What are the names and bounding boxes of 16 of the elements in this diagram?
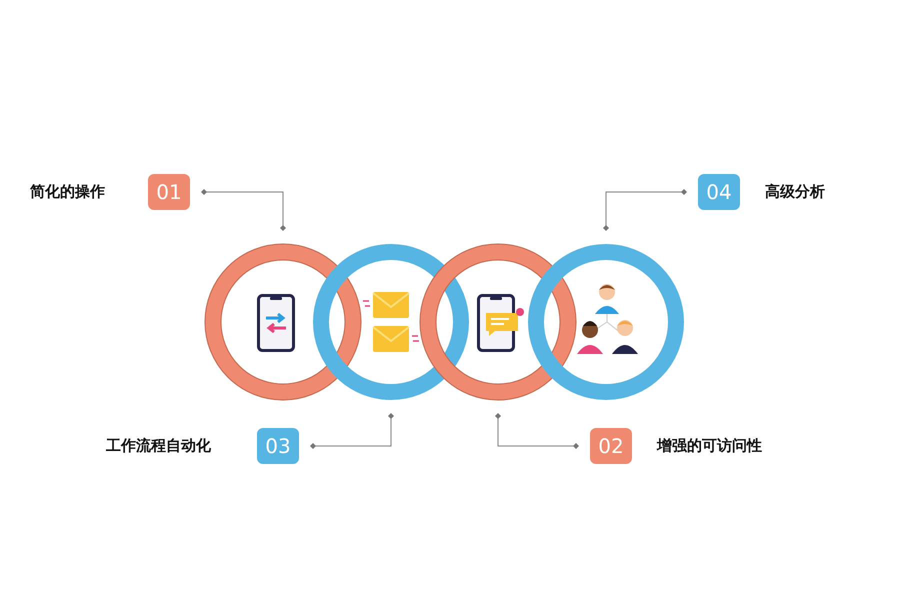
- item-title: 高级分析: [765, 182, 825, 202]
- ring: [203, 242, 363, 402]
- item-title: 工作流程自动化: [106, 436, 211, 456]
- leader-line: [310, 413, 394, 449]
- item-title: 增强的可访问性: [657, 436, 762, 456]
- ring: [526, 242, 686, 402]
- number-badge: 03: [257, 428, 299, 464]
- leader-line: [603, 189, 687, 231]
- item-title: 简化的操作: [30, 182, 105, 202]
- number-badge: 02: [590, 428, 632, 464]
- leader-line: [495, 413, 579, 449]
- ring: [418, 242, 578, 402]
- number-badge: 01: [148, 174, 190, 210]
- leader-line: [201, 189, 286, 231]
- ring: [311, 242, 471, 402]
- number-badge: 04: [698, 174, 740, 210]
